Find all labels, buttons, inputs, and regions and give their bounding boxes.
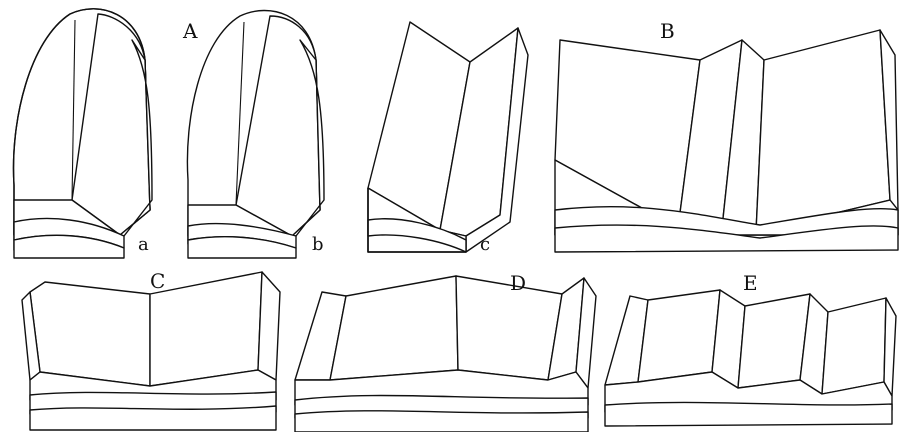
block-D: [295, 276, 596, 432]
panel-label-C: C: [150, 269, 165, 293]
block-b: [187, 10, 324, 258]
panel-label-B: B: [660, 19, 675, 43]
block-E: [605, 290, 896, 426]
sub-label-c: c: [480, 234, 490, 255]
panel-label-D: D: [510, 271, 526, 295]
block-C: [22, 272, 280, 430]
block-B: [555, 30, 898, 252]
panel-label-A: A: [182, 19, 198, 43]
sub-label-b: b: [312, 234, 324, 255]
block-a: [13, 9, 152, 258]
block-c: [368, 22, 528, 252]
sub-label-a: a: [138, 234, 149, 255]
panel-label-E: E: [743, 271, 758, 295]
